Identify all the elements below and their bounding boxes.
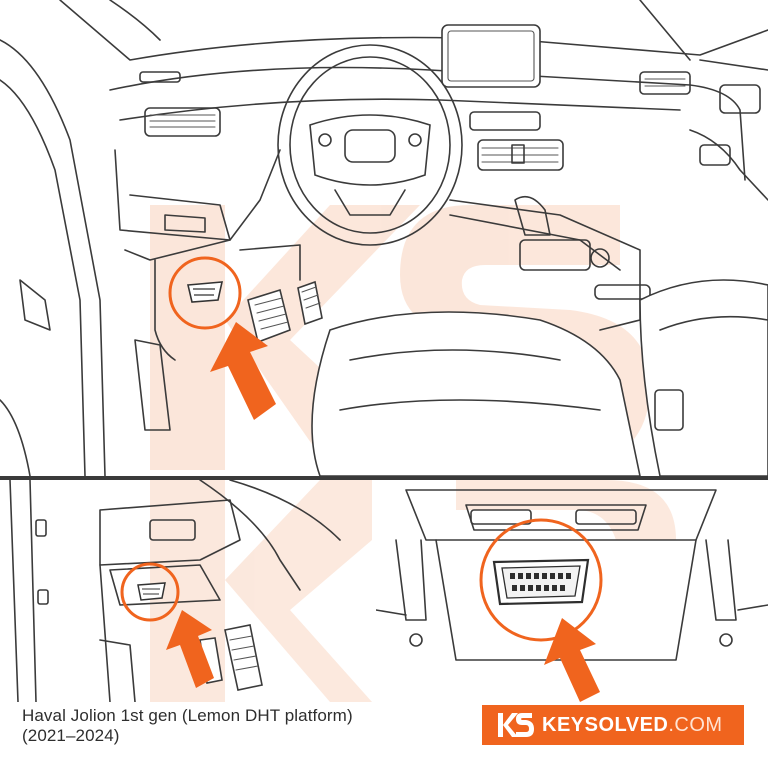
obd-port-icon-large: [492, 558, 590, 606]
caption-line-2: (2021–2024): [22, 726, 120, 745]
keysolved-logo: KEYSOLVED.COM: [482, 705, 744, 745]
obd-port-icon: [187, 281, 224, 303]
cabin-overview-illustration: [0, 0, 768, 476]
caption-line-1: Haval Jolion 1st gen (Lemon DHT platform…: [22, 706, 353, 725]
logo-text-main: KEYSOLVED: [542, 713, 669, 736]
obd-port-detail-illustration: [376, 480, 768, 702]
logo-wordmark: KEYSOLVED.COM: [542, 714, 723, 737]
footwell-closeup-illustration: [0, 480, 372, 702]
logo-text-suffix: .COM: [668, 713, 723, 736]
vehicle-caption: Haval Jolion 1st gen (Lemon DHT platform…: [22, 706, 462, 746]
arrow-icon-large: [544, 618, 600, 702]
arrow-icon-small: [166, 610, 214, 688]
arrow-icon: [210, 322, 276, 420]
ks-logo-icon: [498, 713, 534, 737]
panel-divider: [0, 476, 768, 480]
highlight-circle: [168, 256, 242, 330]
obd-port-icon-small: [137, 582, 166, 601]
